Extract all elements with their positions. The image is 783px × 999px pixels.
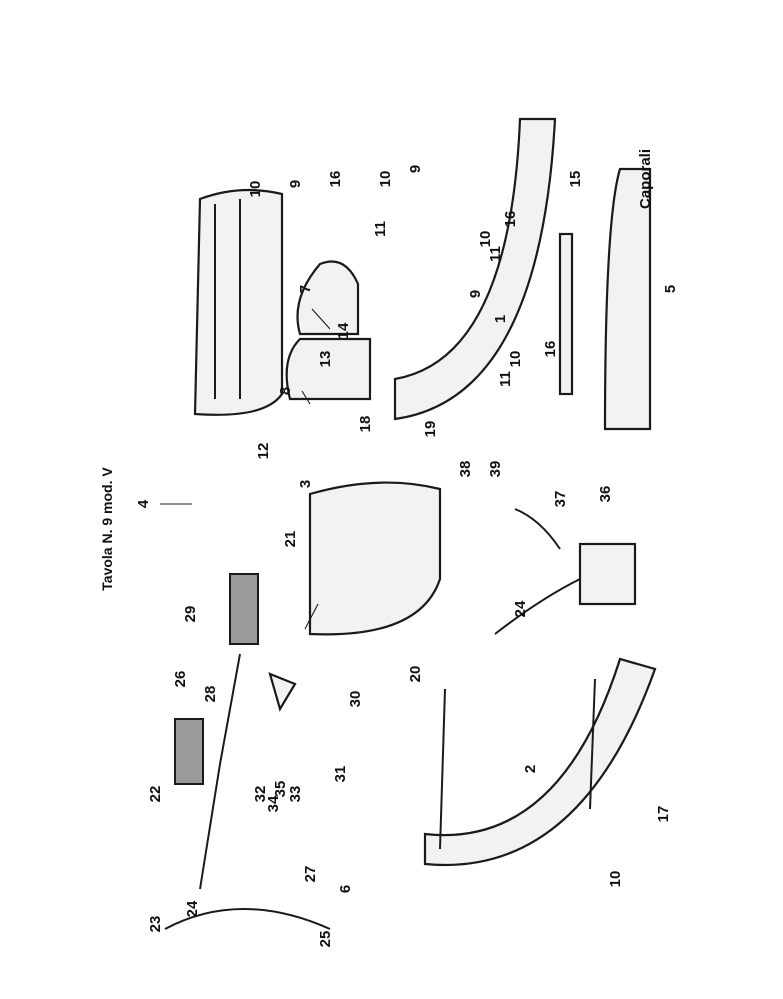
callout-10c: 10 — [477, 231, 494, 248]
callout-6: 6 — [337, 885, 354, 893]
callout-10d: 10 — [507, 351, 524, 368]
callout-29: 29 — [182, 606, 199, 623]
callout-23: 23 — [147, 916, 164, 933]
callout-11c: 11 — [497, 371, 514, 387]
callout-27: 27 — [302, 866, 319, 883]
callout-10a: 10 — [247, 181, 264, 198]
right-grip — [229, 573, 259, 645]
callout-34: 34 — [265, 795, 282, 812]
lamp-rim — [285, 337, 372, 401]
callout-10e: 10 — [607, 871, 624, 888]
callout-39: 39 — [487, 461, 504, 478]
left-grip — [174, 718, 204, 785]
callout-11b: 11 — [487, 246, 504, 262]
callout-9c: 9 — [467, 290, 484, 298]
callout-28: 28 — [202, 686, 219, 703]
callout-37: 37 — [552, 491, 569, 508]
callout-9a: 9 — [287, 180, 304, 188]
callout-16c: 16 — [542, 341, 559, 358]
callout-17: 17 — [655, 806, 672, 823]
callout-9b: 9 — [407, 165, 424, 173]
callout-15: 15 — [567, 171, 584, 188]
callout-8: 8 — [277, 387, 294, 395]
callout-3: 3 — [297, 480, 314, 488]
callout-19: 19 — [422, 421, 439, 438]
diagram-title: Tavola N. 9 mod. V — [99, 467, 115, 591]
callout-24a: 24 — [184, 900, 201, 917]
callout-26: 26 — [172, 671, 189, 688]
callout-12: 12 — [255, 443, 272, 460]
callout-25: 25 — [317, 931, 334, 948]
brake-cable — [164, 908, 331, 930]
cable — [494, 578, 581, 635]
carburettor — [578, 542, 637, 606]
side-panel — [603, 167, 652, 431]
callout-18: 18 — [357, 416, 374, 433]
fuel-hose — [514, 508, 561, 550]
callout-30: 30 — [347, 691, 364, 708]
callout-16b: 16 — [502, 211, 519, 228]
callout-4: 4 — [135, 499, 152, 508]
callout-14: 14 — [335, 322, 352, 339]
callout-33: 33 — [287, 786, 304, 803]
callout-36: 36 — [597, 486, 614, 503]
callout-35: 35 — [272, 781, 289, 798]
headlamp-shell — [296, 260, 360, 336]
callout-16a: 16 — [327, 171, 344, 188]
callout-24b: 24 — [512, 600, 529, 617]
lever — [268, 672, 297, 712]
front-mudguard — [423, 657, 657, 867]
fuel-tank — [308, 481, 442, 636]
rear-mudguard — [393, 117, 557, 421]
callout-22: 22 — [147, 786, 164, 803]
artist-signature: Caporali — [637, 149, 654, 209]
callout-1: 1 — [492, 315, 509, 323]
callout-21: 21 — [282, 531, 299, 548]
callout-7: 7 — [297, 285, 314, 293]
callout-11a: 11 — [372, 221, 389, 237]
callout-5: 5 — [662, 285, 679, 293]
handlebar — [199, 653, 241, 890]
callout-13: 13 — [317, 351, 334, 368]
seat-cushion — [193, 188, 284, 416]
callout-20: 20 — [407, 666, 424, 683]
callout-32: 32 — [252, 786, 269, 803]
callout-2: 2 — [522, 765, 539, 773]
strut-tube — [558, 232, 574, 396]
callout-31: 31 — [332, 766, 349, 783]
callout-10b: 10 — [377, 171, 394, 188]
callout-38: 38 — [457, 461, 474, 478]
